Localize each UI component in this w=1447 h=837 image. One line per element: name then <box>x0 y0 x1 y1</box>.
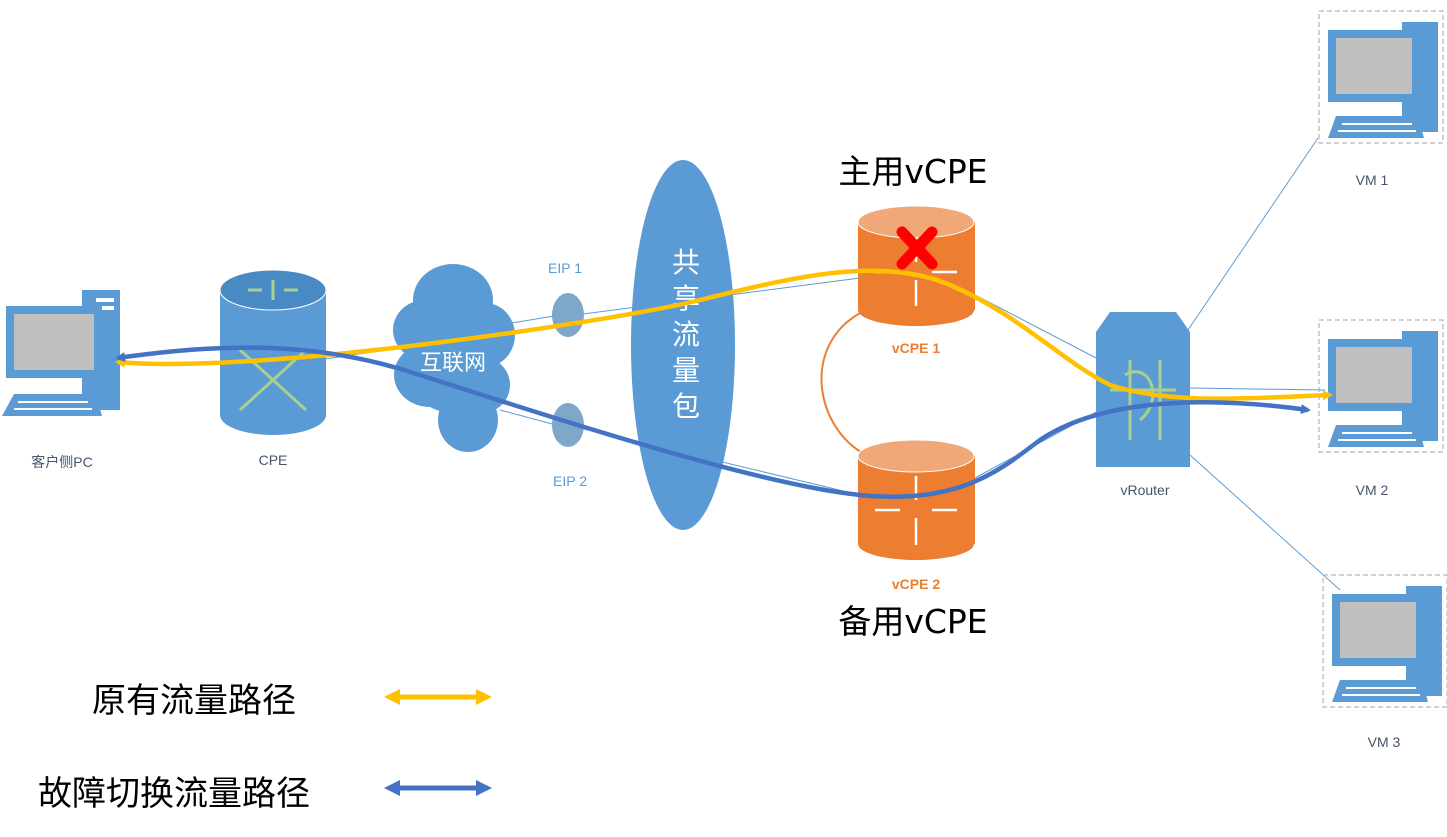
eip2-node <box>552 403 584 447</box>
eip1-label: EIP 1 <box>548 260 582 276</box>
eip2-label: EIP 2 <box>553 473 587 489</box>
failover-traffic-path <box>115 345 1311 499</box>
client-pc-label: 客户侧PC <box>31 454 92 470</box>
vm1-label: VM 1 <box>1356 172 1389 188</box>
vm2-computer <box>1318 319 1444 453</box>
eip1-node <box>552 293 584 337</box>
cpe-label: CPE <box>259 452 288 468</box>
client-pc <box>2 290 120 416</box>
shared-bandwidth-node <box>631 160 735 530</box>
router-icon <box>875 476 957 545</box>
vm3-computer <box>1322 574 1447 708</box>
vcpe2-label: vCPE 2 <box>892 576 940 592</box>
vrouter-label: vRouter <box>1120 482 1169 498</box>
pc-keyboard <box>2 394 102 416</box>
vcpe2-router <box>857 439 975 560</box>
link-vrouter-vm1 <box>1187 137 1319 331</box>
link-vcpe1-vrouter <box>974 294 1101 361</box>
shared-bandwidth-label: 共 享 流 量 包 <box>672 246 700 423</box>
vcpe-heartbeat-link <box>820 311 869 457</box>
pc-screen <box>14 314 94 370</box>
vm1-computer <box>1318 10 1444 144</box>
primary-vcpe-title: 主用vCPE <box>838 152 987 191</box>
shared-bandwidth-char: 流 <box>672 318 700 351</box>
internet-label: 互联网 <box>420 351 486 376</box>
legend: 原有流量路径 故障切换流量路径 <box>38 681 492 814</box>
x-mark-icon <box>896 226 938 270</box>
link-vrouter-vm3 <box>1189 454 1341 591</box>
pc-tower-slot <box>96 298 114 302</box>
shared-bandwidth-char: 享 <box>672 282 700 315</box>
pc-tower-slot <box>96 306 114 310</box>
legend-original-label: 原有流量路径 <box>92 681 296 721</box>
vm3-label: VM 3 <box>1368 734 1401 750</box>
legend-failover-label: 故障切换流量路径 <box>38 774 310 814</box>
shared-bandwidth-char: 包 <box>672 390 700 423</box>
shared-bandwidth-char: 量 <box>672 354 700 387</box>
backup-vcpe-title: 备用vCPE <box>838 602 987 641</box>
shared-bandwidth-char: 共 <box>672 246 700 279</box>
vcpe1-label: vCPE 1 <box>892 340 940 356</box>
vm2-label: VM 2 <box>1356 482 1389 498</box>
vrouter-switch <box>1096 312 1190 467</box>
vcpe1-router <box>857 205 975 326</box>
link-vrouter-vm2 <box>1189 387 1326 391</box>
